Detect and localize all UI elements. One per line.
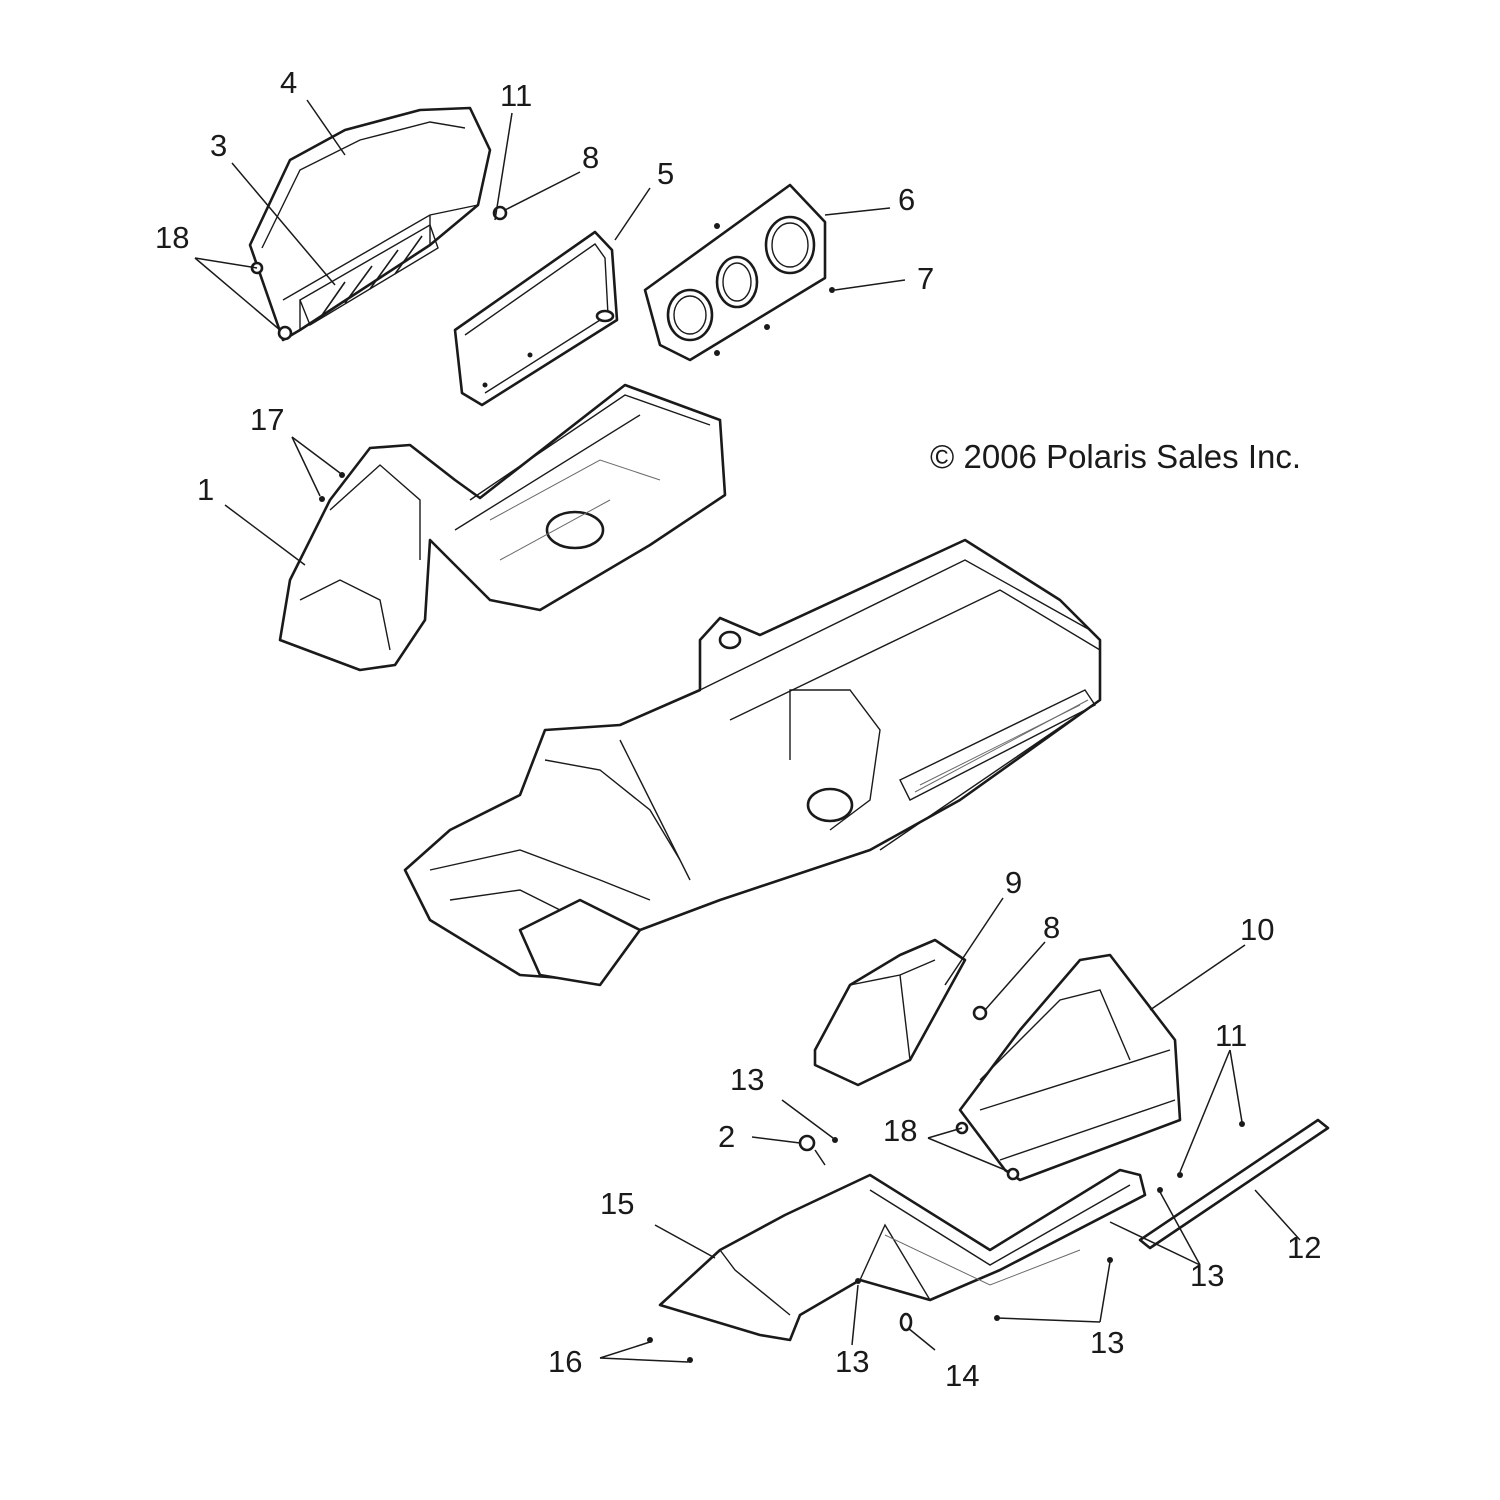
perforated-runboard [899,689,1097,801]
fastener-11-lower [1239,1121,1245,1127]
part-15-bellypan [658,1168,1147,1342]
callout-4: 4 [280,65,297,100]
callout-13-bottom: 13 [835,1344,869,1379]
part-panel-5 [453,230,619,407]
callout-2: 2 [718,1119,735,1154]
callout-8-upper: 8 [582,140,599,175]
part-10-console [955,953,1182,1182]
copyright-text: © 2006 Polaris Sales Inc. [930,438,1301,475]
fasteners-17 [319,472,345,502]
part-12-strip [1138,1118,1330,1250]
part-console-cover [248,106,492,342]
callout-5: 5 [657,156,674,191]
plug-14 [899,1312,913,1332]
leader-lines [194,99,1301,1363]
callout-15: 15 [600,1186,634,1221]
chassis-tunnel [403,538,1102,987]
callout-3: 3 [210,128,227,163]
callout-13-bottom-right: 13 [1090,1325,1124,1360]
part-gauge-plate [643,183,827,362]
callout-9: 9 [1005,865,1022,900]
grommet-8-lower [972,1005,988,1021]
callout-8-lower: 8 [1043,910,1060,945]
callout-7: 7 [917,261,934,296]
callout-6: 6 [898,182,915,217]
callout-17: 17 [250,402,284,437]
callout-18-upper: 18 [155,220,189,255]
callout-11-lower: 11 [1215,1018,1247,1053]
callout-12: 12 [1287,1230,1321,1265]
fastener-11-lower-b [1177,1172,1183,1178]
part-9-block [813,938,967,1087]
callout-18-lower: 18 [883,1113,917,1148]
screws-7 [714,223,835,356]
callout-14: 14 [945,1358,979,1393]
callout-11-upper: 11 [500,78,532,113]
fasteners-16 [647,1337,693,1363]
fasteners-13 [832,1137,1163,1321]
part-front-pan [278,383,727,672]
callout-13-top: 13 [730,1062,764,1097]
callout-labels: 4 3 11 8 5 6 7 18 17 1 © 2006 Polaris Sa… [155,65,1321,1393]
hatched-panel [299,223,439,327]
callout-16: 16 [548,1344,582,1379]
nut-2 [798,1134,816,1152]
callout-13-right: 13 [1190,1258,1224,1293]
callout-10: 10 [1240,912,1274,947]
callout-1: 1 [197,472,214,507]
